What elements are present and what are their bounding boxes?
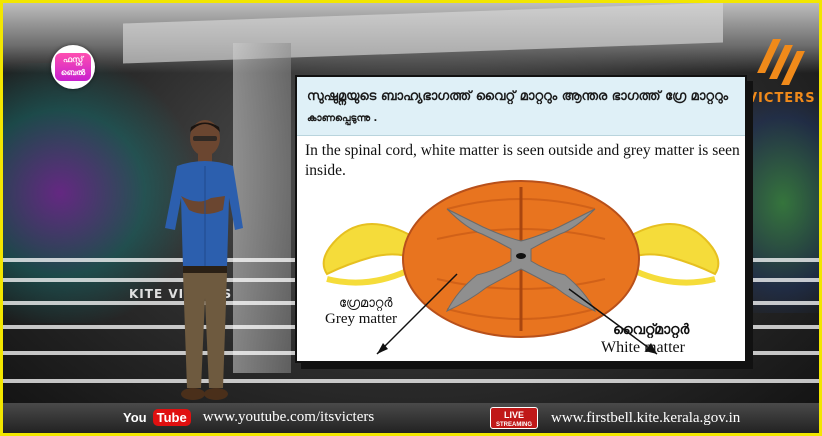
youtube-logo-you: You [123, 410, 147, 425]
youtube-link[interactable]: You Tube www.youtube.com/itsvicters [123, 409, 374, 426]
presenter [153, 118, 253, 410]
spinal-cord-diagram: ഗ്രേമാറ്റർ Grey matter വൈറ്റ്മാറ്റർ Whit… [297, 179, 745, 359]
live-streaming-badge: LIVE STREAMING [490, 407, 538, 429]
grey-matter-label: Grey matter [325, 311, 397, 328]
firstbell-logo: ഫസ്റ്റ് ബെൽ [51, 45, 95, 89]
youtube-url[interactable]: www.youtube.com/itsvicters [203, 409, 375, 426]
malayalam-text-line1: സുഷുമ്നയുടെ ബാഹ്യഭാഗത്ത് വൈറ്റ് മാറ്ററും… [307, 89, 728, 104]
lesson-slide: സുഷുമ്നയുടെ ബാഹ്യഭാഗത്ത് വൈറ്റ് മാറ്ററും… [295, 75, 747, 363]
victers-logo: VICTERS [747, 39, 809, 109]
english-text: In the spinal cord, white matter is seen… [305, 141, 741, 181]
white-matter-label: White matter [601, 339, 685, 357]
firstbell-logo-text: ഫസ്റ്റ് ബെൽ [55, 53, 91, 81]
youtube-logo-tube: Tube [153, 409, 191, 426]
website-url[interactable]: www.firstbell.kite.kerala.gov.in [551, 410, 740, 427]
footer-bar: You Tube www.youtube.com/itsvicters LIVE … [3, 403, 819, 433]
live-sub-label: STREAMING [491, 420, 537, 430]
victers-logo-text: VICTERS [747, 91, 816, 106]
live-label: LIVE [504, 410, 524, 420]
malayalam-text-line2: കാണപ്പെടുന്നു . [307, 113, 377, 124]
white-matter-label-ml: വൈറ്റ്മാറ്റർ [613, 323, 689, 339]
grey-matter-label-ml: ഗ്രേമാറ്റർ [339, 295, 393, 311]
studio-stripe [3, 379, 819, 383]
malayalam-header: സുഷുമ്നയുടെ ബാഹ്യഭാഗത്ത് വൈറ്റ് മാറ്ററും… [297, 77, 745, 136]
